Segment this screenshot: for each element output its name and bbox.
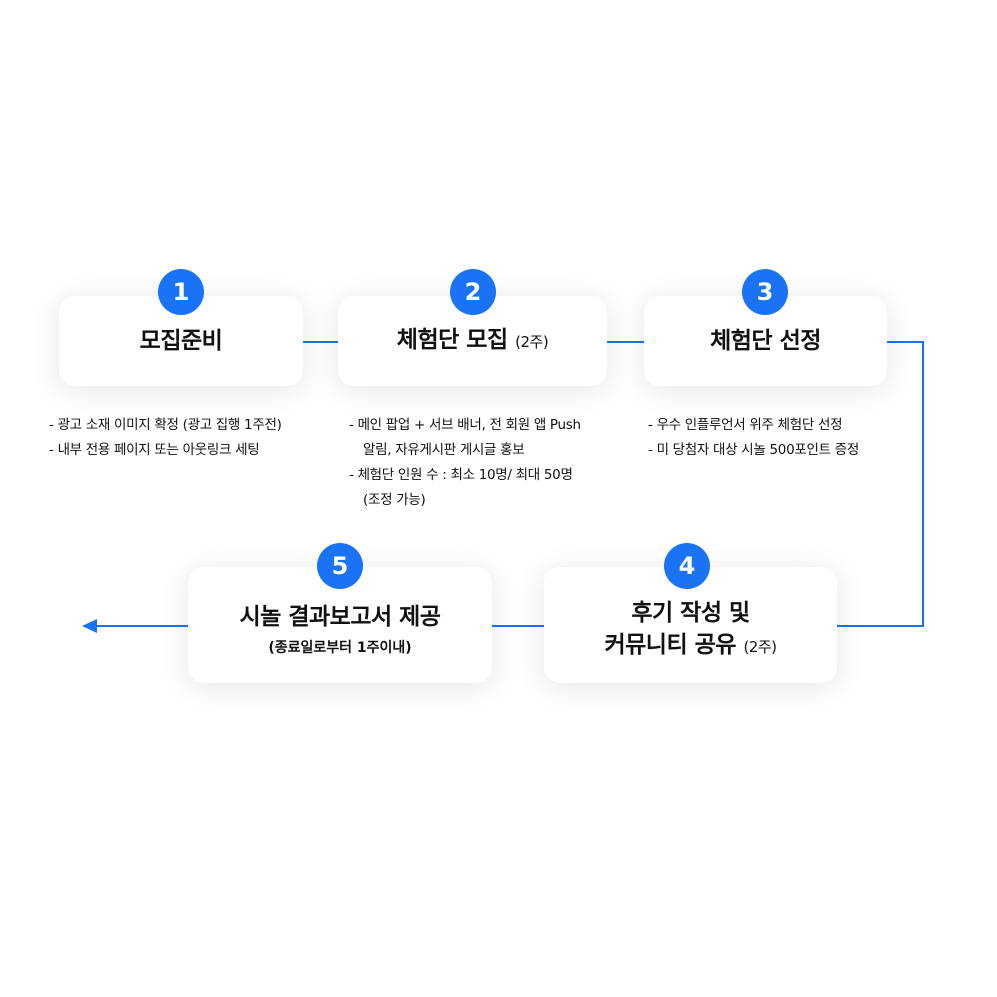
connector-right-4 — [837, 625, 924, 627]
note: (조정 가능) — [363, 492, 426, 508]
connector-1-2 — [303, 341, 338, 343]
step-2-notes: - 메인 팝업 + 서브 배너, 전 회원 앱 Push 알림, 자유게시판 게… — [349, 413, 581, 513]
note: - 광고 소재 이미지 확정 (광고 집행 1주전) — [49, 417, 282, 433]
step-3-badge: 3 — [742, 269, 788, 315]
step-5-title: 시놀 결과보고서 제공 — [239, 604, 441, 630]
note: - 체험단 인원 수 : 최소 10명/ 최대 50명 — [349, 467, 573, 483]
step-2-duration: (2주) — [515, 333, 549, 351]
note: 알림, 자유게시판 게시글 홍보 — [363, 442, 525, 458]
note: - 우수 인플루언서 위주 체험단 선정 — [648, 417, 843, 433]
note: - 미 당첨자 대상 시놀 500포인트 증정 — [648, 442, 859, 458]
connector-5-out — [96, 625, 188, 627]
connector-4-5 — [492, 625, 544, 627]
note: - 메인 팝업 + 서브 배너, 전 회원 앱 Push — [349, 417, 581, 433]
step-3-notes: - 우수 인플루언서 위주 체험단 선정 - 미 당첨자 대상 시놀 500포인… — [648, 413, 859, 463]
step-2-badge: 2 — [450, 269, 496, 315]
step-2-card: 체험단 모집 (2주) — [338, 296, 607, 386]
step-4-badge: 4 — [664, 543, 710, 589]
step-1-notes: - 광고 소재 이미지 확정 (광고 집행 1주전) - 내부 전용 페이지 또… — [49, 413, 282, 463]
step-4-duration: (2주) — [743, 638, 777, 656]
step-5-badge: 5 — [317, 543, 363, 589]
note: - 내부 전용 페이지 또는 아웃링크 세팅 — [49, 442, 260, 458]
step-1-badge: 1 — [158, 269, 204, 315]
arrowhead-left-icon — [82, 619, 97, 633]
step-4-title-line2: 커뮤니티 공유 — [604, 632, 736, 658]
connector-3-right — [887, 341, 924, 343]
step-2-title: 체험단 모집 — [396, 327, 508, 353]
step-4-title-line1: 후기 작성 및 — [631, 600, 750, 626]
step-4-card: 후기 작성 및 커뮤니티 공유 (2주) — [544, 567, 837, 683]
step-3-title: 체험단 선정 — [710, 328, 821, 354]
connector-vertical — [922, 341, 924, 627]
connector-2-3 — [607, 341, 644, 343]
step-5-subtitle: (종료일로부터 1주이내) — [268, 640, 412, 656]
step-1-title: 모집준비 — [139, 328, 223, 354]
